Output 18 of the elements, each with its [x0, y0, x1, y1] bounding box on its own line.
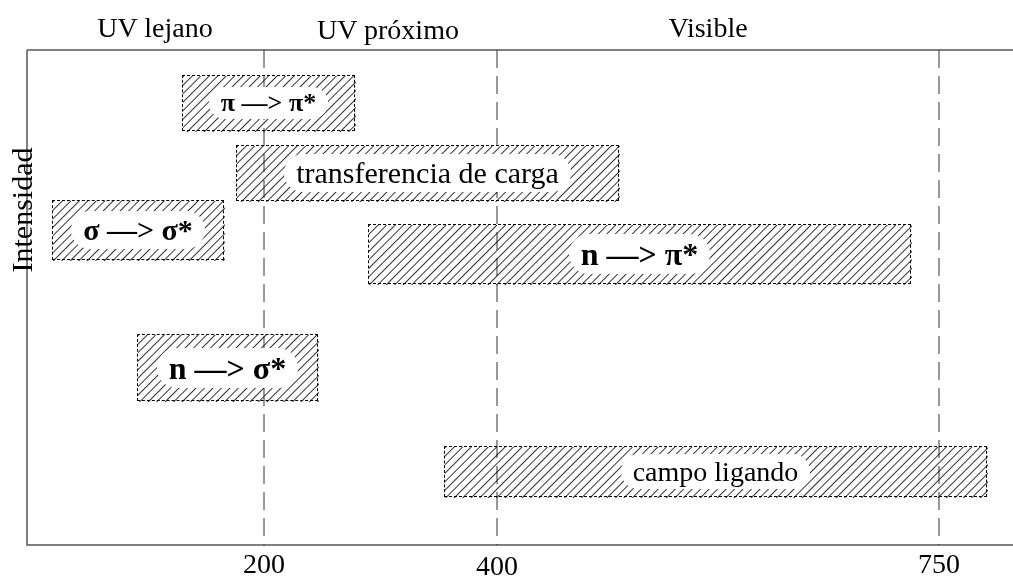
- hatched-band: [368, 224, 911, 284]
- region-label: UV próximo: [317, 16, 459, 44]
- tick-label: 400: [476, 552, 518, 580]
- axis-title: Intensidad: [7, 147, 37, 273]
- tick-label: 750: [918, 550, 960, 578]
- hatched-band: [236, 145, 619, 201]
- transition-label: campo ligando: [620, 454, 811, 489]
- transition-label: transferencia de carga: [284, 154, 571, 192]
- region-label: Visible: [668, 14, 748, 42]
- transition-label: n —> π*: [568, 234, 711, 274]
- transition-label: n —> σ*: [156, 347, 299, 388]
- hatched-band: [182, 75, 355, 131]
- tick-label: 200: [243, 550, 285, 578]
- transition-label: σ —> σ*: [71, 211, 205, 249]
- region-label: UV lejano: [97, 14, 213, 42]
- hatched-band: [137, 334, 318, 401]
- hatched-band: [444, 446, 987, 497]
- hatched-band: [52, 200, 224, 260]
